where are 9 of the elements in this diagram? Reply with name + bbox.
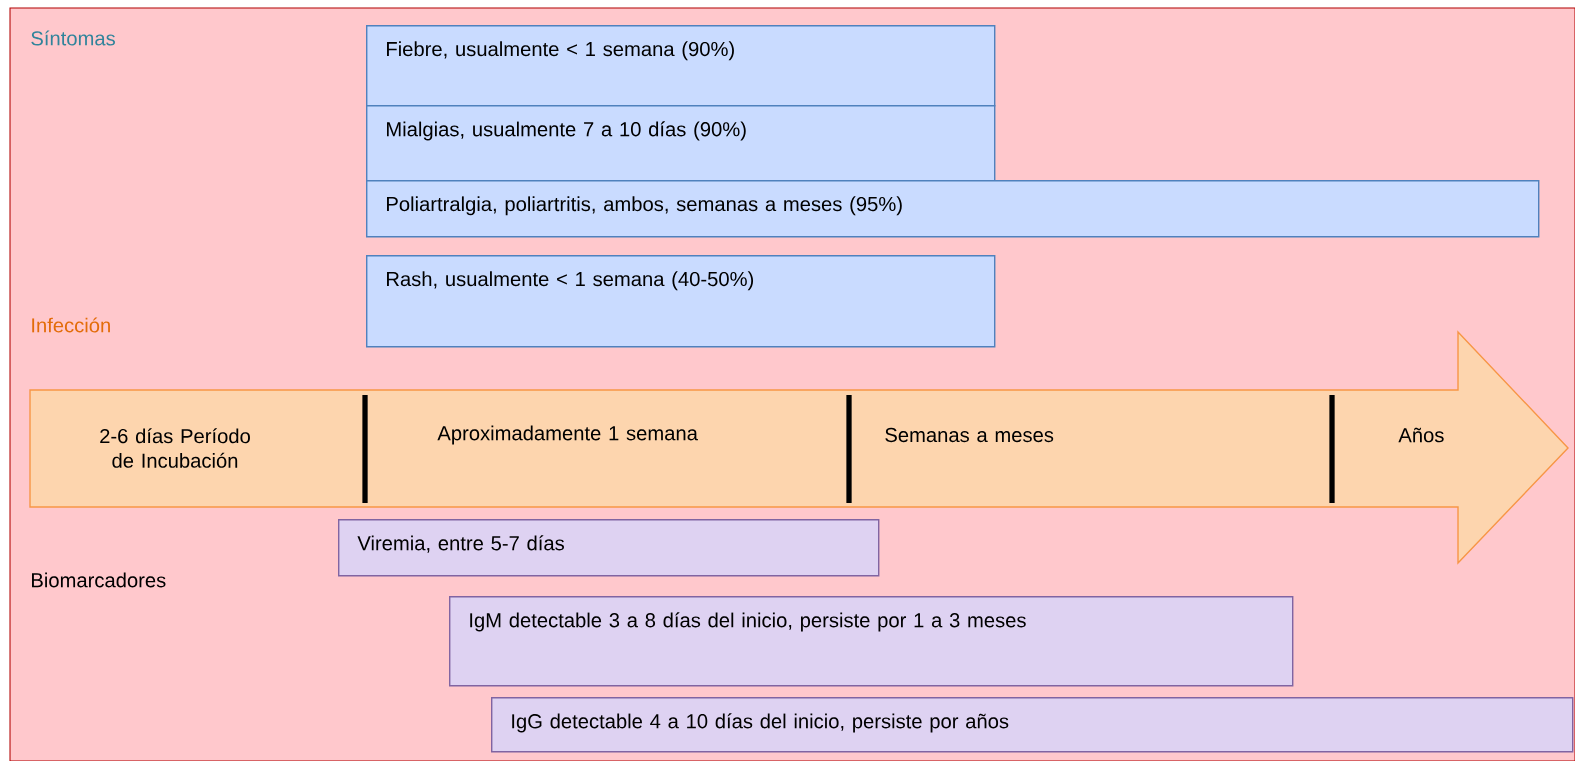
section-label: Infección [32,317,110,333]
biomarker-box: IgM detectable 3 a 8 días del inicio, persiste por 1 a 3 meses [449,596,1294,687]
section-label: Síntomas [31,30,115,46]
symptom-box: Fiebre, usualmente < 1 semana (90%) [366,25,996,107]
symptom-box: Poliartralgia, poliartritis, ambos, semanas a meses (95%) [366,180,1540,238]
biomarker-box: IgG detectable 4 a 10 días del inicio, persiste por años [491,697,1574,753]
biomarker-box: Viremia, entre 5-7 días [338,519,880,577]
symptom-box: Rash, usualmente < 1 semana (40-50%) [366,255,996,348]
symptom-box: Mialgias, usualmente 7 a 10 días (90%) [366,105,996,182]
